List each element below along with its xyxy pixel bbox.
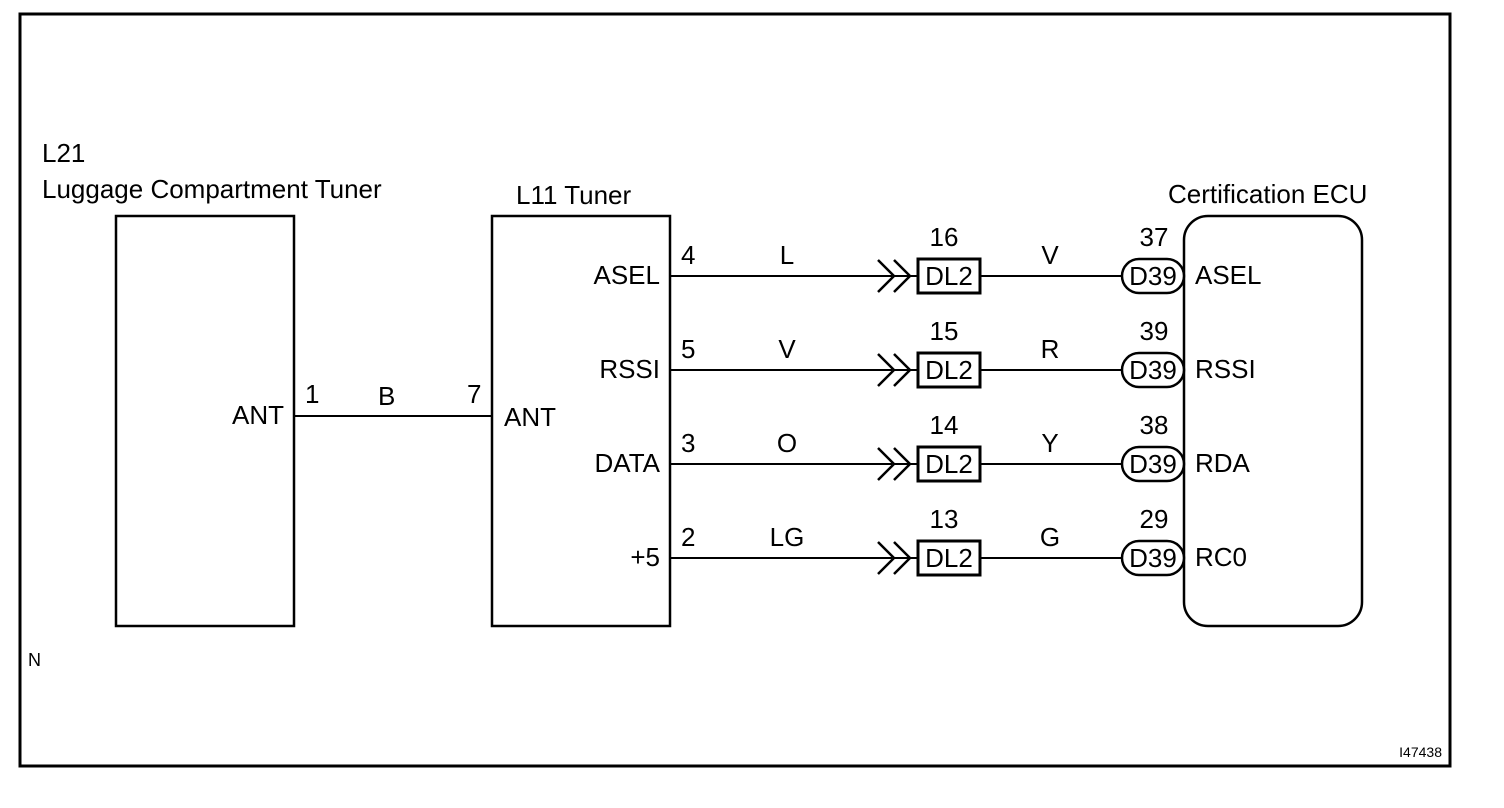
l11-tuner-ant-label: ANT: [504, 402, 556, 432]
circuit-plus5-junction-pin: 13: [930, 504, 959, 534]
luggage-tuner-code: L21: [42, 138, 85, 168]
circuit-data-tuner-pin: 3: [681, 428, 695, 458]
l11-tuner-ant-pin: 7: [467, 379, 481, 409]
circuit-data-ecu-connector-label: D39: [1129, 449, 1177, 479]
circuit-rssi-junction-pin: 15: [930, 316, 959, 346]
circuit-asel-junction-pin: 16: [930, 222, 959, 252]
circuit-plus5-wire-1-color: LG: [770, 522, 805, 552]
circuit-asel-tuner-terminal: ASEL: [594, 260, 661, 290]
circuit-rssi-wire-2-color: R: [1041, 334, 1060, 364]
circuit-data-junction-label: DL2: [925, 449, 973, 479]
ecu-box: [1182, 214, 1364, 628]
circuit-asel-junction-label: DL2: [925, 261, 973, 291]
corner-mark: N: [28, 650, 41, 670]
circuit-data-wire-2-color: Y: [1041, 428, 1058, 458]
luggage-compartment-tuner: L21 Luggage Compartment Tuner ANT 1: [42, 138, 382, 628]
circuit-rssi-wire-1-color: V: [778, 334, 796, 364]
diagram-frame: [18, 12, 1452, 768]
circuit-plus5-ecu-pin: 29: [1140, 504, 1169, 534]
luggage-tuner-box: [114, 214, 296, 628]
circuit-data-junction-pin: 14: [930, 410, 959, 440]
l11-tuner-box: [490, 214, 672, 628]
luggage-tuner-ant-label: ANT: [232, 400, 284, 430]
circuit-data-ecu-connector: [1120, 445, 1186, 483]
circuit-plus5-wire-2-color: G: [1040, 522, 1060, 552]
circuit-data-junction-box: [916, 445, 982, 483]
circuit-plus5-ecu-connector-label: D39: [1129, 543, 1177, 573]
l11-tuner: L11 Tuner 7 ANT: [467, 180, 672, 628]
figure-id: I47438: [1399, 744, 1442, 760]
luggage-tuner-name: Luggage Compartment Tuner: [42, 174, 382, 204]
circuit-asel-ecu-connector-label: D39: [1129, 261, 1177, 291]
circuit-asel-wire-2-color: V: [1041, 240, 1059, 270]
circuit-plus5-ecu-terminal: RC0: [1195, 542, 1247, 572]
circuit-plus5-tuner-terminal: +5: [630, 542, 660, 572]
circuit-rssi-tuner-terminal: RSSI: [599, 354, 660, 384]
circuit-rssi-ecu-pin: 39: [1140, 316, 1169, 346]
circuit-data-wire-1-color: O: [777, 428, 797, 458]
ecu-title: Certification ECU: [1168, 179, 1367, 209]
circuit-asel-wire-1-color: L: [780, 240, 794, 270]
luggage-tuner-pin: 1: [305, 379, 319, 409]
circuit-asel-tuner-pin: 4: [681, 240, 695, 270]
circuit-rssi-ecu-terminal: RSSI: [1195, 354, 1256, 384]
circuit-asel-ecu-pin: 37: [1140, 222, 1169, 252]
circuit-data-ecu-terminal: RDA: [1195, 448, 1251, 478]
circuit-asel-ecu-terminal: ASEL: [1195, 260, 1262, 290]
certification-ecu: Certification ECU: [1168, 179, 1367, 628]
circuit-asel-ecu-connector: [1120, 257, 1186, 295]
l11-tuner-title: L11 Tuner: [516, 180, 632, 210]
circuit-rssi-ecu-connector-label: D39: [1129, 355, 1177, 385]
ant-link-wire-color: B: [378, 381, 395, 411]
circuit-plus5-tuner-pin: 2: [681, 522, 695, 552]
circuit-data-ecu-pin: 38: [1140, 410, 1169, 440]
circuit-rssi-tuner-pin: 5: [681, 334, 695, 364]
circuit-plus5-ecu-connector: [1120, 539, 1186, 577]
circuit-rssi-ecu-connector: [1120, 351, 1186, 389]
circuit-data-tuner-terminal: DATA: [595, 448, 661, 478]
circuit-rssi-junction-label: DL2: [925, 355, 973, 385]
circuit-plus5-junction-label: DL2: [925, 543, 973, 573]
